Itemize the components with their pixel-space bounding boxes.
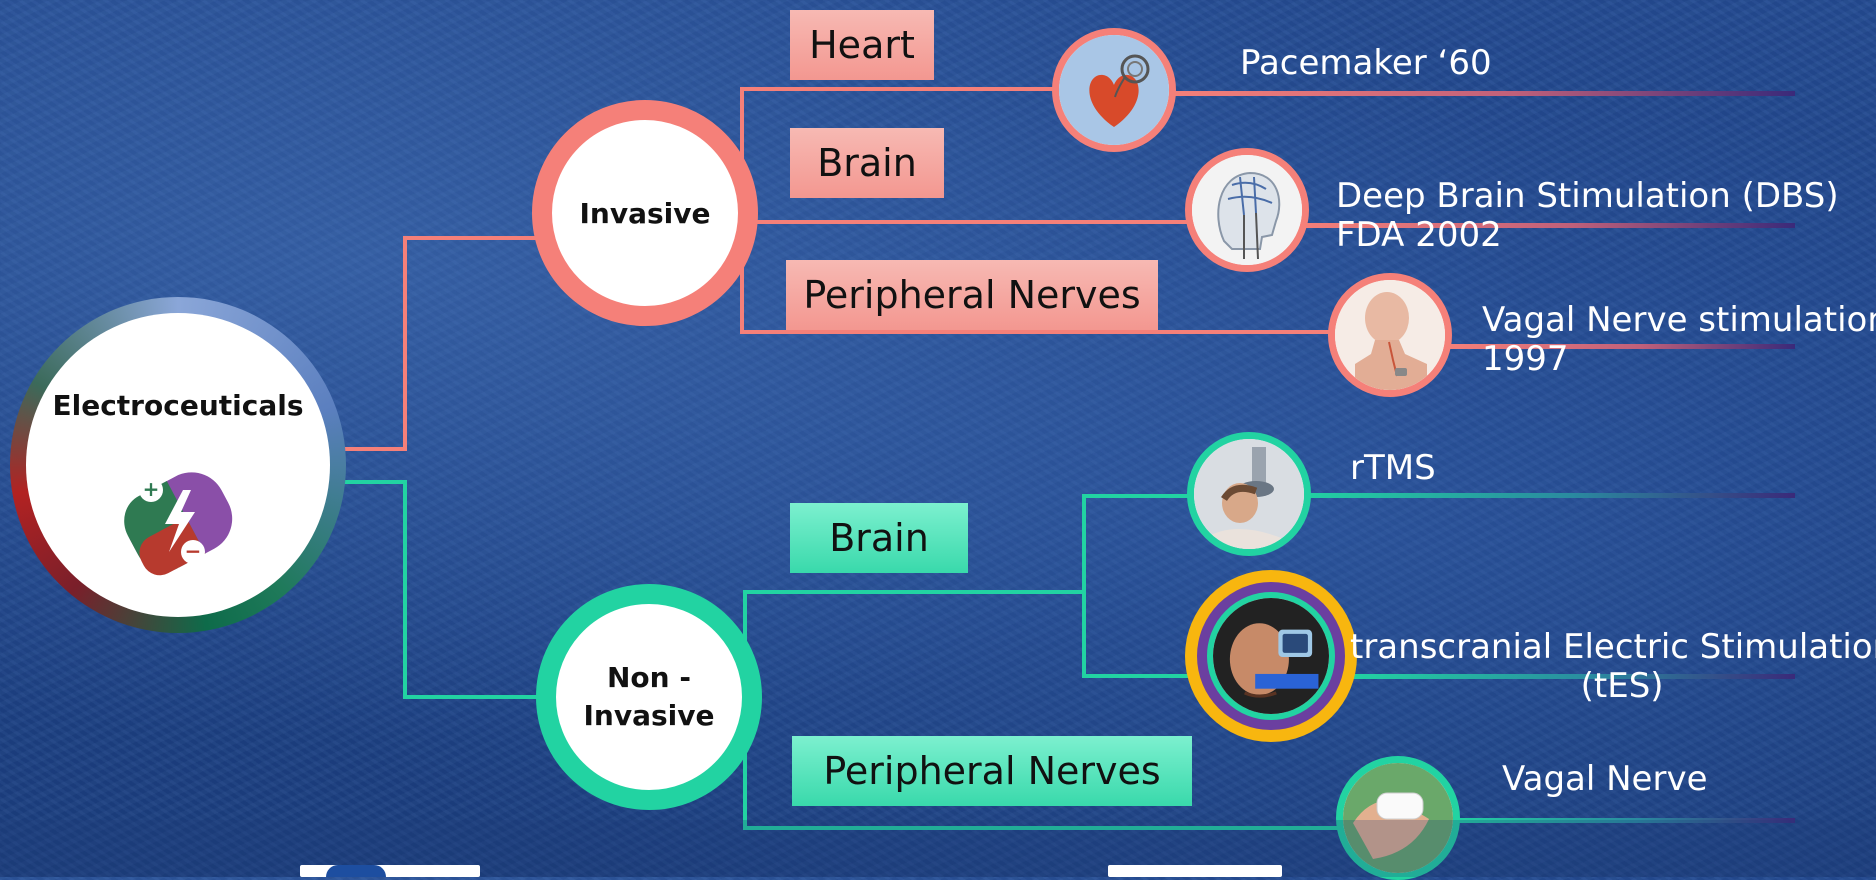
vns-thumb bbox=[1328, 273, 1452, 397]
root-node: Electroceuticals + − bbox=[10, 297, 346, 633]
battery-icon: + − bbox=[113, 460, 245, 582]
annotation-rtms-line1: rTMS bbox=[1350, 449, 1436, 488]
annotation-pacemaker: Pacemaker ‘60 bbox=[1240, 44, 1492, 83]
annotation-vns-line2: 1997 bbox=[1482, 340, 1876, 379]
underline-rtms bbox=[1300, 493, 1795, 498]
noninvasive-label-line2: Invasive bbox=[583, 697, 714, 735]
rtms-device-icon bbox=[1194, 439, 1304, 549]
noninvasive-node: Non - Invasive bbox=[536, 584, 762, 810]
annotation-tes-line1: transcranial Electric Stimulation bbox=[1350, 628, 1876, 667]
annotation-vagal: Vagal Nerve bbox=[1502, 760, 1708, 799]
heart-pacemaker-icon bbox=[1059, 35, 1169, 145]
footer-strip bbox=[0, 820, 1876, 877]
footer-logo-right bbox=[1108, 865, 1282, 877]
annotation-tes-line2: (tES) bbox=[1350, 667, 1876, 706]
annotation-dbs-line2: FDA 2002 bbox=[1336, 216, 1839, 255]
label-heart: Heart bbox=[790, 10, 934, 80]
invasive-node: Invasive bbox=[532, 100, 758, 326]
annotation-dbs-line1: Deep Brain Stimulation (DBS) bbox=[1336, 177, 1839, 216]
label-peripheral-noninvasive: Peripheral Nerves bbox=[792, 736, 1192, 806]
noninvasive-label-line1: Non - bbox=[607, 659, 691, 697]
annotation-rtms: rTMS bbox=[1350, 449, 1436, 488]
label-peripheral-invasive: Peripheral Nerves bbox=[786, 260, 1158, 330]
annotation-vns-line1: Vagal Nerve stimulation bbox=[1482, 301, 1876, 340]
annotation-tes: transcranial Electric Stimulation (tES) bbox=[1350, 628, 1876, 706]
annotation-dbs: Deep Brain Stimulation (DBS) FDA 2002 bbox=[1336, 177, 1839, 255]
annotation-vns: Vagal Nerve stimulation 1997 bbox=[1482, 301, 1876, 379]
svg-text:+: + bbox=[143, 477, 160, 501]
svg-text:−: − bbox=[185, 539, 202, 563]
tes-headset-icon bbox=[1213, 598, 1329, 714]
footer-logo-left bbox=[300, 865, 480, 877]
annotation-pacemaker-line1: Pacemaker ‘60 bbox=[1240, 44, 1492, 83]
tes-thumb-ring bbox=[1185, 570, 1357, 742]
root-label: Electroceuticals bbox=[10, 389, 346, 422]
annotation-vagal-line1: Vagal Nerve bbox=[1502, 760, 1708, 799]
underline-pacemaker bbox=[1170, 91, 1795, 96]
pacemaker-thumb bbox=[1052, 28, 1176, 152]
tes-thumb bbox=[1207, 592, 1335, 720]
body-vagus-icon bbox=[1335, 280, 1445, 390]
label-brain-invasive: Brain bbox=[790, 128, 944, 198]
rtms-thumb bbox=[1187, 432, 1311, 556]
label-brain-noninvasive: Brain bbox=[790, 503, 968, 573]
dbs-thumb bbox=[1185, 148, 1309, 272]
invasive-label: Invasive bbox=[579, 197, 710, 230]
head-electrodes-icon bbox=[1192, 155, 1302, 265]
